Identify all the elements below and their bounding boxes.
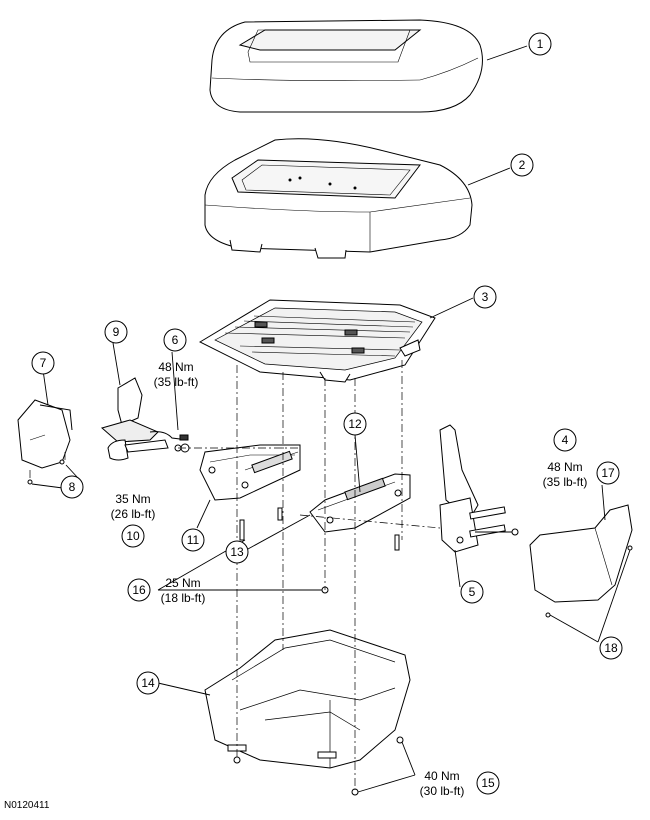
callout-17: 17	[601, 466, 615, 480]
torque-10-lbft: (26 lb-ft)	[111, 507, 156, 521]
torque-10-nm: 35 Nm	[115, 492, 150, 506]
callout-9-circle	[104, 320, 128, 344]
right-seat-track	[309, 473, 411, 551]
seat-wire-harness	[149, 431, 189, 441]
callout-8-circle	[60, 475, 84, 499]
callout-10: 10	[126, 529, 140, 543]
callout-5: 5	[469, 585, 476, 599]
callout-bubbles	[31, 32, 623, 795]
callout-1: 1	[537, 37, 544, 51]
figure-id: N0120411	[4, 800, 50, 811]
callout-7-circle	[31, 351, 55, 375]
seat-belt-buckle	[100, 377, 190, 461]
callout-10-circle	[121, 524, 145, 548]
torque-15-lbft: (30 lb-ft)	[420, 784, 465, 798]
torque-15-nm: 40 Nm	[424, 769, 459, 783]
outboard-seat-shield	[17, 399, 73, 485]
callout-4: 4	[562, 433, 569, 447]
callout-2: 2	[519, 158, 526, 172]
torque-16-lbft: (18 lb-ft)	[161, 591, 206, 605]
callout-15-circle	[476, 771, 500, 795]
seat-riser	[204, 629, 411, 769]
callout-9: 9	[113, 325, 120, 339]
callout-11-circle	[181, 528, 205, 552]
torque-4-lbft: (35 lb-ft)	[543, 475, 588, 489]
seat-cushion-frame	[198, 299, 436, 383]
callout-3: 3	[482, 290, 489, 304]
seat-cushion-pad	[204, 138, 473, 259]
callout-18-circle	[599, 636, 623, 660]
callout-4-circle	[553, 428, 577, 452]
callout-16: 16	[132, 583, 146, 597]
callout-15: 15	[481, 776, 495, 790]
callout-12: 12	[348, 417, 362, 431]
callout-3-circle	[473, 285, 497, 309]
torque-6-lbft: (35 lb-ft)	[154, 375, 199, 389]
seat-cushion-cover	[209, 19, 483, 113]
torque-16-nm: 25 Nm	[165, 576, 200, 590]
callout-1-circle	[528, 32, 552, 56]
callout-5-circle	[460, 580, 484, 604]
callout-16-circle	[127, 578, 151, 602]
inboard-seat-shield	[529, 504, 633, 618]
callout-17-circle	[596, 461, 620, 485]
callout-13: 13	[230, 545, 244, 559]
inboard-seat-bracket	[439, 424, 506, 553]
callout-12-circle	[343, 412, 367, 436]
callout-14: 14	[141, 676, 155, 690]
callout-8: 8	[69, 480, 76, 494]
callout-7: 7	[40, 356, 47, 370]
torque-6-nm: 48 Nm	[158, 360, 193, 374]
torque-4-nm: 48 Nm	[547, 460, 582, 474]
callout-13-circle	[225, 540, 249, 564]
callout-6-circle	[163, 328, 187, 352]
callout-14-circle	[136, 671, 160, 695]
left-seat-track	[199, 444, 301, 541]
callout-11: 11	[187, 533, 200, 547]
callout-18: 18	[604, 641, 618, 655]
callout-6: 6	[172, 333, 179, 347]
callout-2-circle	[510, 153, 534, 177]
